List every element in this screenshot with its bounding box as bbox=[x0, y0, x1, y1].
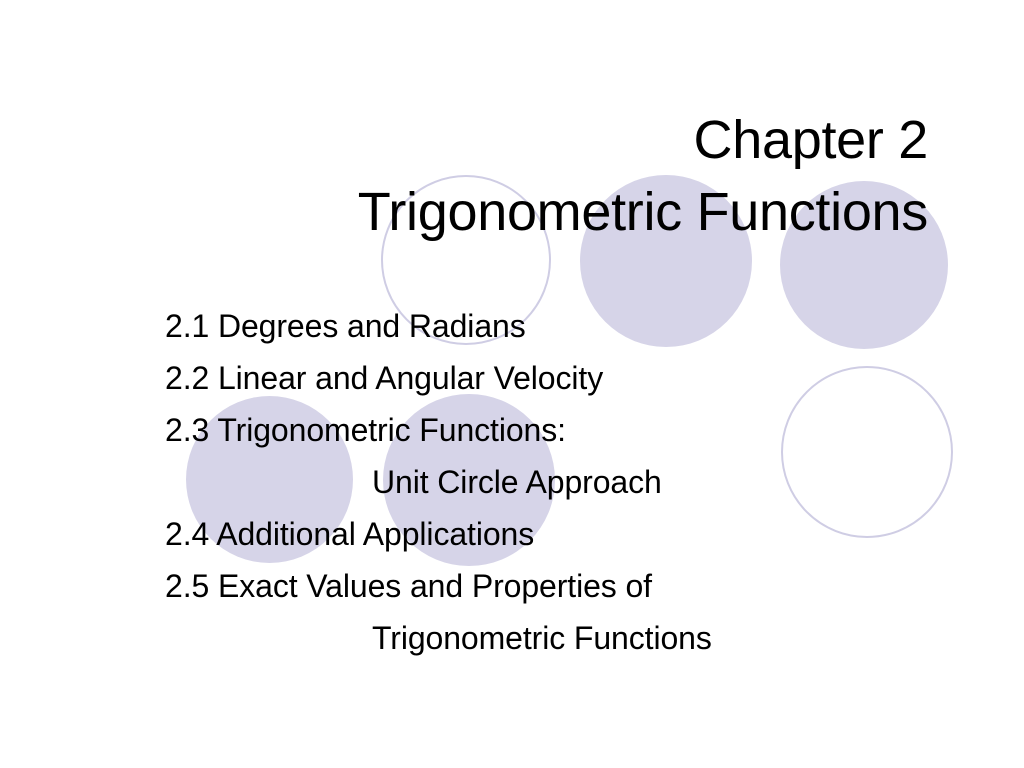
contents-line: 2.5 Exact Values and Properties of bbox=[165, 568, 652, 604]
contents-line: Trigonometric Functions bbox=[372, 620, 712, 656]
page-title: Chapter 2 Trigonometric Functions bbox=[60, 104, 929, 248]
contents-line: 2.1 Degrees and Radians bbox=[165, 308, 526, 344]
contents-line: 2.4 Additional Applications bbox=[165, 516, 535, 552]
contents-line: 2.3 Trigonometric Functions: bbox=[165, 412, 566, 448]
title-line-1: Chapter 2 bbox=[693, 110, 929, 170]
title-line-2: Trigonometric Functions bbox=[357, 182, 929, 242]
contents-line: Unit Circle Approach bbox=[372, 464, 662, 500]
chapter-contents-list: 2.1 Degrees and Radians 2.2 Linear and An… bbox=[165, 300, 1005, 664]
contents-line: 2.2 Linear and Angular Velocity bbox=[165, 360, 604, 396]
